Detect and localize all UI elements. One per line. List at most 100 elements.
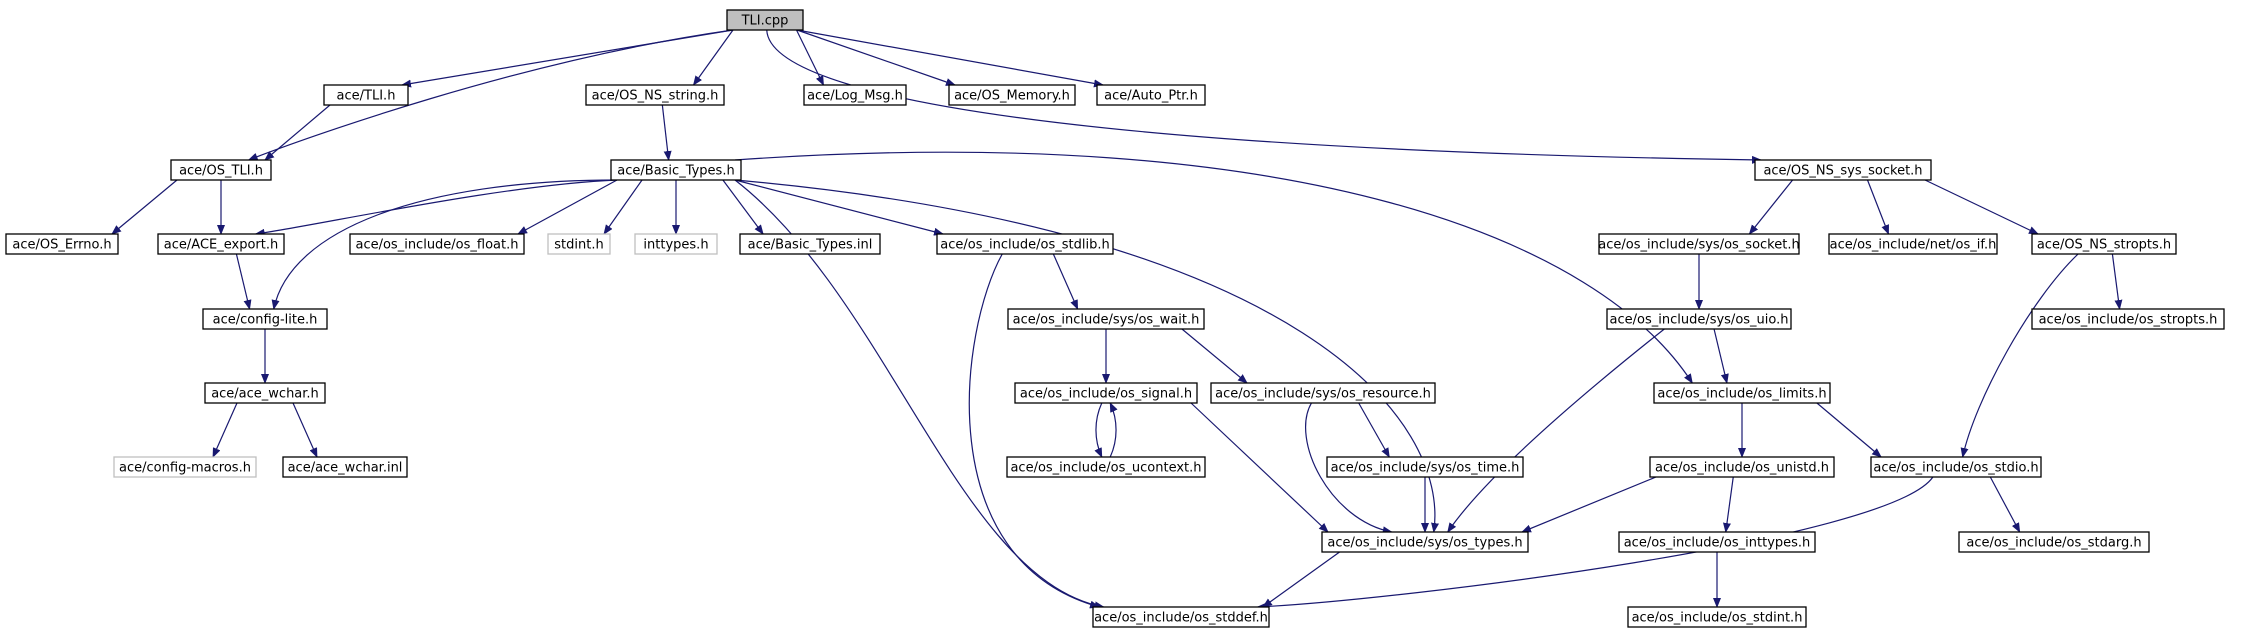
node-ace-wchar-inl[interactable]: ace/ace_wchar.inl — [282, 456, 408, 478]
edge-basic_types_h-to-sys_os_types — [734, 179, 1439, 533]
node-stdint-h[interactable]: stdint.h — [547, 233, 611, 255]
node-label: ace/os_include/os_stdarg.h — [1966, 536, 2141, 551]
node-box — [1958, 531, 2150, 553]
node-label: ace/OS_Memory.h — [954, 89, 1070, 104]
node-config-macros[interactable]: ace/config-macros.h — [113, 456, 257, 478]
node-log-msg[interactable]: ace/Log_Msg.h — [803, 84, 907, 106]
node-box — [2031, 308, 2225, 330]
node-box — [1598, 233, 1800, 255]
edge-os_ns_sys_socket-to-os_ns_stropts — [1924, 179, 2039, 235]
edge-os_stdio-to-os_stdarg — [1989, 476, 2021, 533]
edge-os_ns_stropts-to-os_stdio — [1960, 253, 2079, 458]
edge-os_unistd-to-sys_os_types — [1521, 476, 1657, 533]
node-tli-cpp[interactable]: TLI.cpp — [726, 9, 804, 31]
node-sys-os-resource[interactable]: ace/os_include/sys/os_resource.h — [1210, 382, 1436, 404]
node-sys-os-types[interactable]: ace/os_include/sys/os_types.h — [1321, 531, 1529, 553]
node-ace-wchar-h[interactable]: ace/ace_wchar.h — [204, 382, 326, 404]
node-box — [1618, 531, 1816, 553]
node-label: ace/OS_NS_stropts.h — [2037, 238, 2171, 253]
node-os-ns-string[interactable]: ace/OS_NS_string.h — [585, 84, 725, 106]
edge-basic_types_h-to-config_lite — [271, 179, 618, 310]
node-label: ace/OS_TLI.h — [179, 164, 263, 179]
node-os-float[interactable]: ace/os_include/os_float.h — [349, 233, 525, 255]
edge-tli_h-to-os_tli — [264, 104, 331, 161]
node-label: ace/os_include/sys/os_wait.h — [1013, 313, 1200, 328]
node-os-stdlib[interactable]: ace/os_include/os_stdlib.h — [936, 233, 1114, 255]
node-os-errno[interactable]: ace/OS_Errno.h — [5, 233, 119, 255]
node-box — [1649, 456, 1835, 478]
node-label: ace/os_include/net/os_if.h — [1830, 238, 1997, 253]
edge-sys_os_uio-to-sys_os_types — [1447, 328, 1665, 533]
node-label: stdint.h — [554, 238, 603, 253]
node-sys-os-socket[interactable]: ace/os_include/sys/os_socket.h — [1598, 233, 1800, 255]
node-box — [202, 308, 328, 330]
node-label: ace/os_include/sys/os_uio.h — [1610, 313, 1789, 328]
node-box — [1606, 308, 1792, 330]
node-label: ace/os_include/os_stddef.h — [1094, 611, 1268, 626]
node-inttypes-h[interactable]: inttypes.h — [634, 233, 718, 255]
node-box — [1210, 382, 1436, 404]
edge-tli_cpp-to-os_ns_string — [692, 29, 734, 86]
node-os-inttypes[interactable]: ace/os_include/os_inttypes.h — [1618, 531, 1816, 553]
node-auto-ptr[interactable]: ace/Auto_Ptr.h — [1096, 84, 1206, 106]
edge-os_stdio-to-os_stddef — [1256, 476, 1934, 611]
node-sys-os-uio[interactable]: ace/os_include/sys/os_uio.h — [1606, 308, 1792, 330]
node-box — [1627, 606, 1807, 628]
node-label: ace/os_include/sys/os_types.h — [1327, 536, 1522, 551]
node-os-ns-sys-socket[interactable]: ace/OS_NS_sys_socket.h — [1754, 159, 1932, 181]
node-os-stdint[interactable]: ace/os_include/os_stdint.h — [1627, 606, 1807, 628]
node-os-stddef[interactable]: ace/os_include/os_stddef.h — [1092, 606, 1270, 628]
node-basic-types-h[interactable]: ace/Basic_Types.h — [610, 159, 742, 181]
node-ace-export[interactable]: ace/ACE_export.h — [157, 233, 285, 255]
node-box — [1754, 159, 1932, 181]
edge-layer — [111, 29, 2123, 611]
node-os-stdio[interactable]: ace/os_include/os_stdio.h — [1870, 456, 2042, 478]
node-os-memory[interactable]: ace/OS_Memory.h — [948, 84, 1076, 106]
edge-os_ns_sys_socket-to-sys_os_socket — [1748, 179, 1794, 235]
edge-basic_types_h-to-os_limits — [734, 151, 1693, 384]
node-box — [585, 84, 725, 106]
node-box — [1326, 456, 1524, 478]
node-box — [204, 382, 326, 404]
node-os-tli[interactable]: ace/OS_TLI.h — [170, 159, 272, 181]
node-label: ace/Basic_Types.inl — [748, 238, 873, 253]
edge-os_signal-to-os_ucontext — [1094, 402, 1103, 458]
edge-basic_types_h-to-ace_export — [254, 179, 618, 237]
node-sys-os-time[interactable]: ace/os_include/sys/os_time.h — [1326, 456, 1524, 478]
node-os-limits[interactable]: ace/os_include/os_limits.h — [1653, 382, 1831, 404]
node-net-os-if[interactable]: ace/os_include/net/os_if.h — [1828, 233, 1998, 255]
edge-os_ns_string-to-basic_types_h — [661, 104, 672, 161]
node-basic-types-inl[interactable]: ace/Basic_Types.inl — [739, 233, 881, 255]
node-box — [282, 456, 408, 478]
node-label: ace/os_include/sys/os_socket.h — [1598, 238, 1799, 253]
node-os-stdarg[interactable]: ace/os_include/os_stdarg.h — [1958, 531, 2150, 553]
node-label: ace/OS_Errno.h — [12, 238, 111, 253]
edge-os_unistd-to-os_inttypes — [1723, 476, 1734, 533]
node-box — [5, 233, 119, 255]
node-label: ace/config-lite.h — [213, 313, 318, 328]
node-box — [113, 456, 257, 478]
node-box — [1014, 382, 1198, 404]
node-label: ace/os_include/os_unistd.h — [1655, 461, 1829, 476]
node-label: ace/os_include/os_float.h — [355, 238, 518, 253]
node-os-ucontext[interactable]: ace/os_include/os_ucontext.h — [1006, 456, 1206, 478]
edge-tli_cpp-to-auto_ptr — [796, 29, 1104, 88]
node-box — [1653, 382, 1831, 404]
node-os-ns-stropts[interactable]: ace/OS_NS_stropts.h — [2031, 233, 2177, 255]
node-tli-h[interactable]: ace/TLI.h — [323, 84, 409, 106]
node-label: ace/os_include/os_stdint.h — [1632, 611, 1803, 626]
edge-os_tli-to-os_errno — [111, 179, 178, 235]
node-box — [936, 233, 1114, 255]
node-box — [1321, 531, 1529, 553]
node-os-unistd[interactable]: ace/os_include/os_unistd.h — [1649, 456, 1835, 478]
node-os-signal[interactable]: ace/os_include/os_signal.h — [1014, 382, 1198, 404]
node-box — [547, 233, 611, 255]
node-label: ace/os_include/os_inttypes.h — [1624, 536, 1811, 551]
node-label: TLI.cpp — [741, 14, 789, 29]
node-config-lite[interactable]: ace/config-lite.h — [202, 308, 328, 330]
node-os-stropts[interactable]: ace/os_include/os_stropts.h — [2031, 308, 2225, 330]
node-sys-os-wait[interactable]: ace/os_include/sys/os_wait.h — [1007, 308, 1205, 330]
node-label: ace/Basic_Types.h — [617, 164, 734, 179]
node-box — [349, 233, 525, 255]
